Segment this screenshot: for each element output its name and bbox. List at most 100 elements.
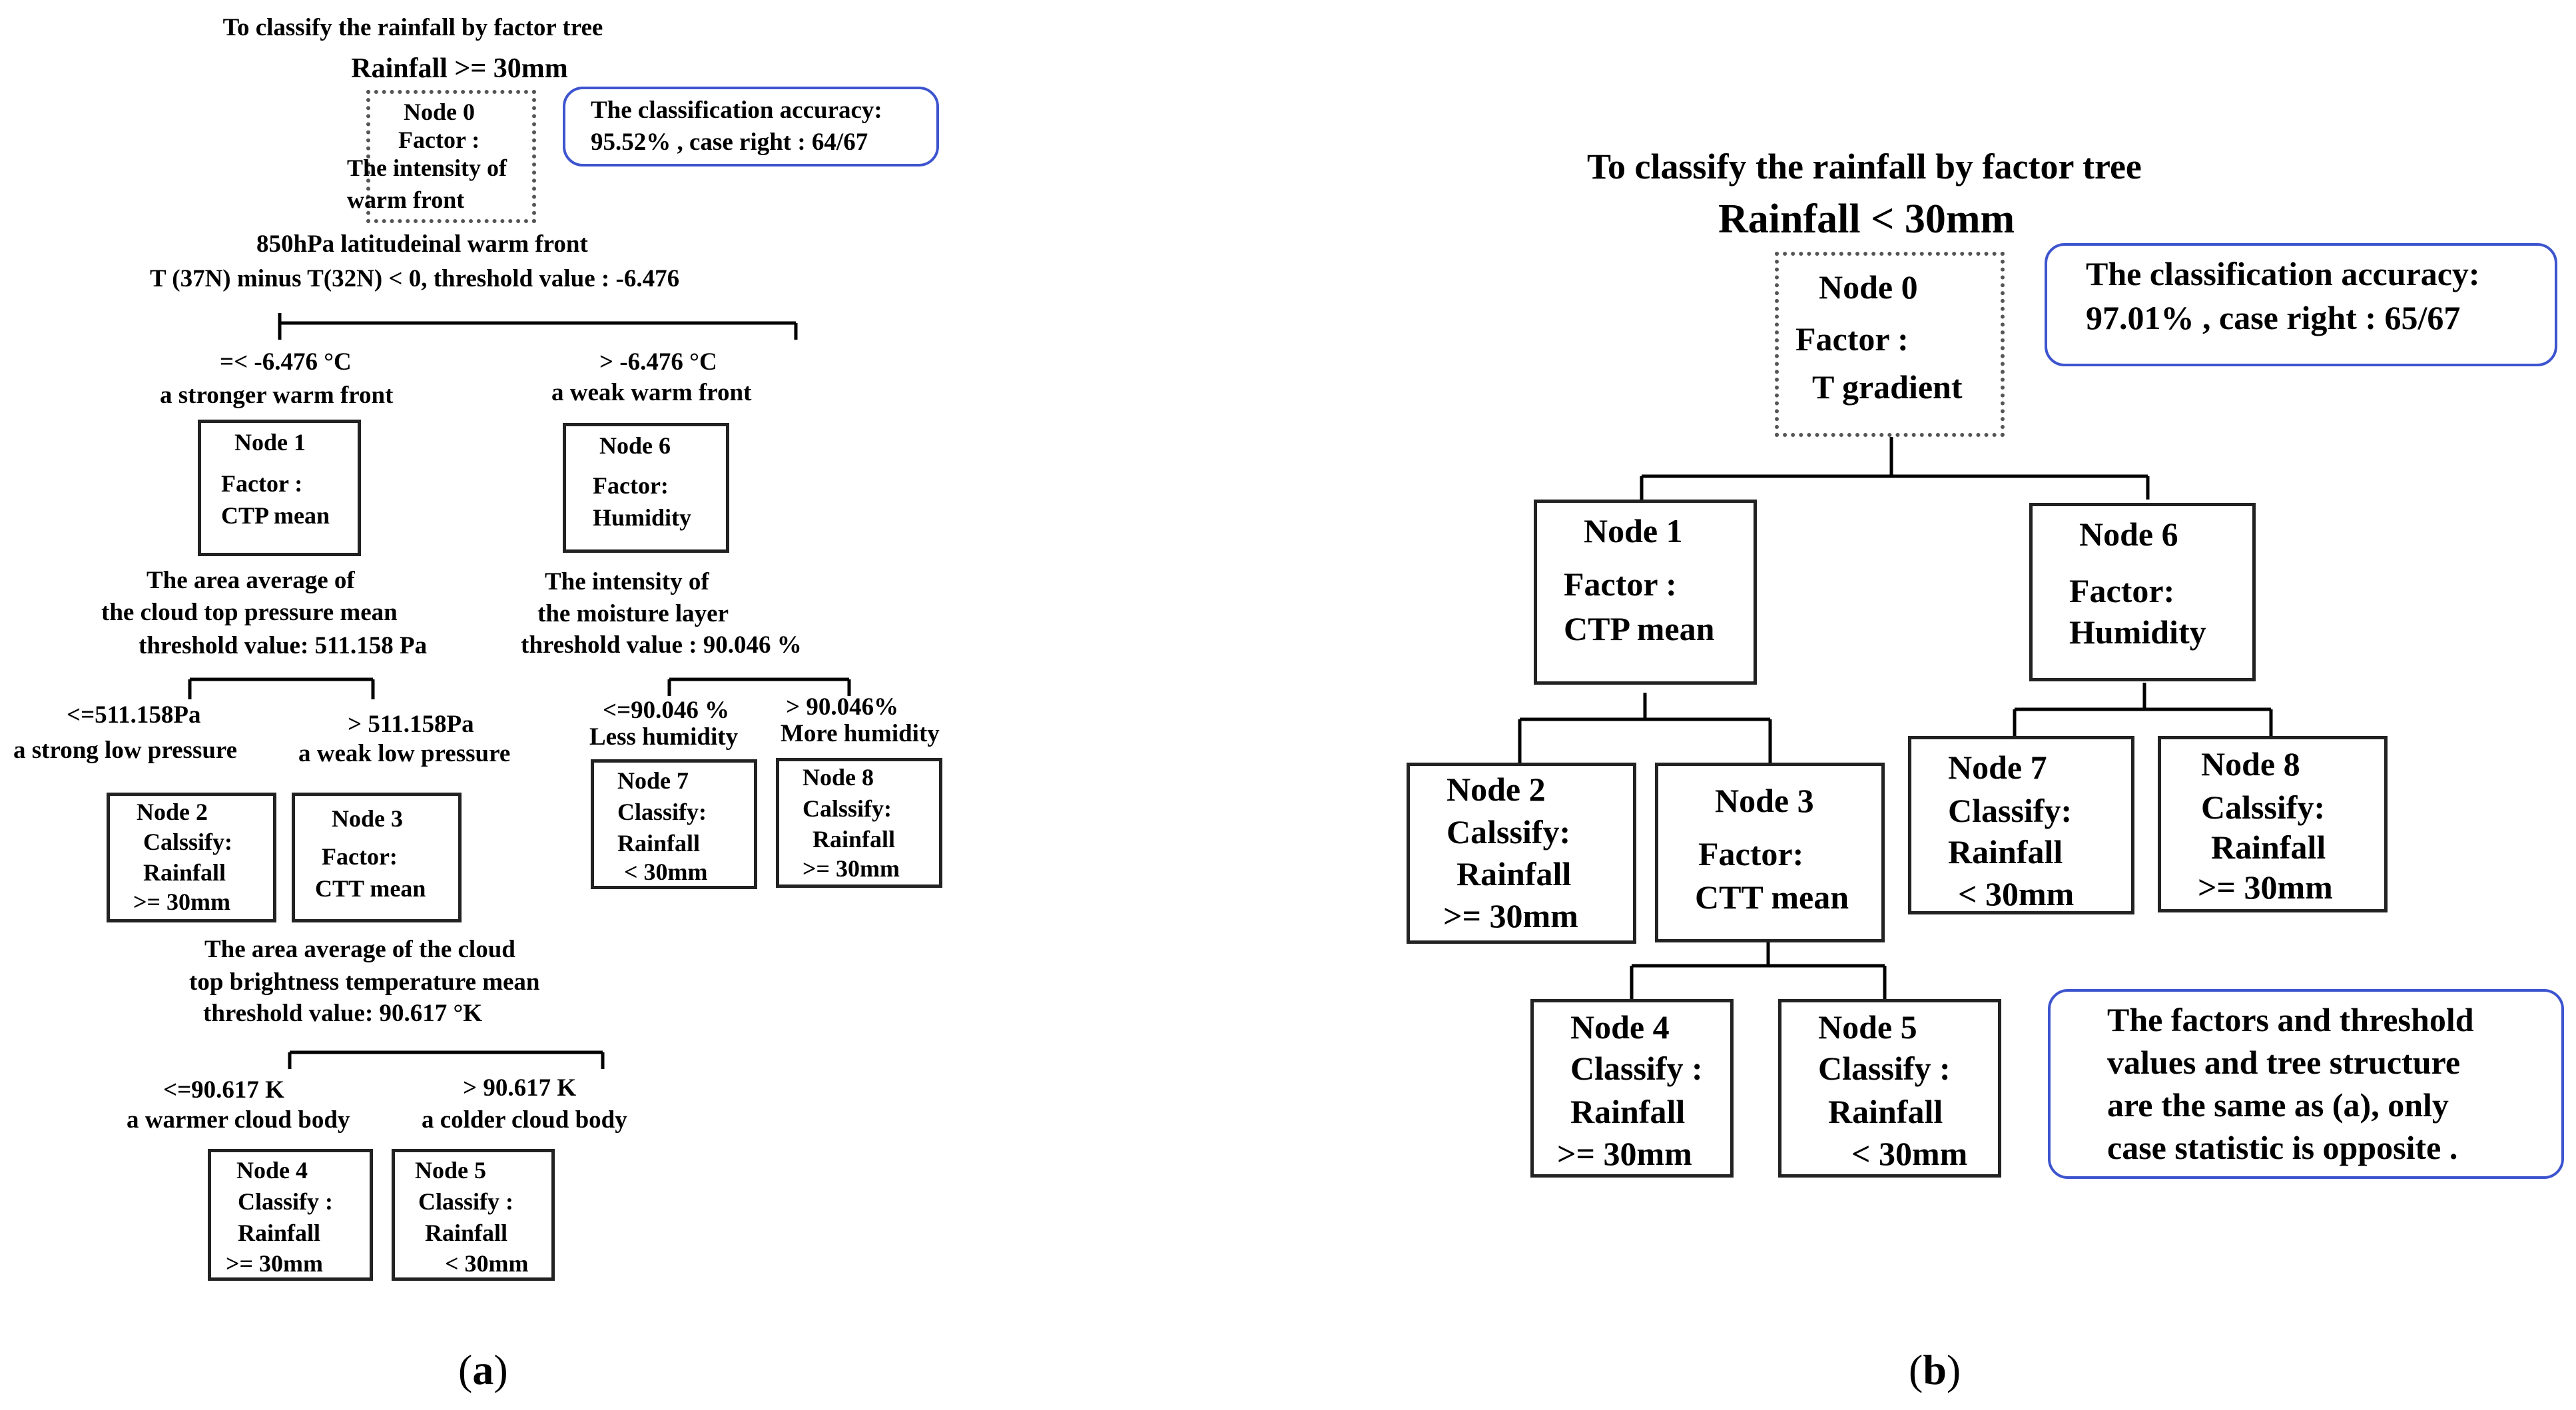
node-title: Node 8: [803, 764, 874, 791]
node-factor-label: Factor :: [1795, 320, 1909, 358]
edge-b-n0: [1640, 436, 2150, 500]
node-class-threshold: < 30mm: [1851, 1135, 1968, 1172]
panel-a-node-0: Node 0 Factor : The intensity of warm fr…: [347, 90, 536, 223]
panel-a-branch-left-1-threshold: <=511.158Pa: [67, 701, 201, 729]
node-title: Node 7: [1948, 749, 2047, 786]
node-title: Node 7: [617, 767, 689, 794]
panel-a-split-1-line3: threshold value: 511.158 Pa: [139, 632, 428, 659]
node-title: Node 0: [404, 99, 475, 125]
node-factor-label: Factor:: [1698, 835, 1804, 873]
node-class-label: Classify :: [418, 1188, 513, 1215]
panel-a-split-3-line3: threshold value: 90.617 °K: [203, 1000, 483, 1027]
node-class-threshold: >= 30mm: [2198, 869, 2333, 906]
panel-a-branch-right-1-threshold: > 511.158Pa: [348, 711, 474, 738]
node-class-label: Calssify:: [2201, 789, 2326, 826]
footnote-line: The factors and threshold: [2107, 1001, 2474, 1038]
panel-a-subtitle: Rainfall >= 30mm: [351, 53, 568, 84]
node-factor-label: Factor :: [221, 470, 303, 497]
node-title: Node 4: [1570, 1008, 1670, 1046]
panel-a-node-2: Node 2 Calssify: Rainfall >= 30mm: [107, 793, 276, 922]
node-class-threshold: < 30mm: [1958, 875, 2075, 912]
panel-a-split-0-line2: T (37N) minus T(32N) < 0, threshold valu…: [150, 265, 680, 292]
panel-a-split-3-line2: top brightness temperature mean: [189, 968, 540, 996]
node-class-label: Classify:: [617, 799, 707, 825]
panel-a-split-6-line3: threshold value : 90.046 %: [521, 631, 802, 659]
accuracy-value: 95.52% , case right : 64/67: [591, 129, 868, 156]
node-class-value: Rainfall: [2211, 829, 2326, 866]
node-factor-value: CTP mean: [1564, 610, 1715, 647]
edge-b-n6: [2013, 683, 2273, 736]
node-factor-value: warm front: [347, 186, 465, 213]
node-title: Node 4: [236, 1157, 308, 1184]
node-class-value: Rainfall: [1456, 855, 1572, 892]
node-class-label: Classify :: [1818, 1050, 1951, 1087]
panel-a-branch-right-3-threshold: > 90.617 K: [463, 1074, 577, 1102]
panel-a-node-1: Node 1 Factor : CTP mean: [198, 420, 361, 556]
node-class-threshold: < 30mm: [445, 1250, 529, 1277]
node-title: Node 3: [332, 805, 403, 832]
node-class-label: Classify :: [238, 1188, 333, 1215]
node-class-label: Calssify:: [803, 795, 892, 822]
node-title: Node 1: [1584, 512, 1683, 549]
node-factor-value: Humidity: [593, 504, 692, 531]
panel-a-branch-left-3-label: a warmer cloud body: [127, 1106, 350, 1134]
node-class-threshold: < 30mm: [624, 859, 708, 885]
panel-a-branch-right-3-label: a colder cloud body: [422, 1106, 627, 1134]
panel-b-node-7: Node 7 Classify: Rainfall < 30mm: [1908, 736, 2134, 914]
panel-a-branch-right-0-label: a weak warm front: [551, 379, 752, 406]
panel-b-node-8: Node 8 Calssify: Rainfall >= 30mm: [2158, 736, 2388, 912]
panel-a-node-3: Node 3 Factor: CTT mean: [292, 793, 462, 922]
node-class-threshold: >= 30mm: [1443, 897, 1578, 934]
panel-b-accuracy-note: The classification accuracy: 97.01% , ca…: [2045, 243, 2557, 366]
edge-b-n1: [1518, 693, 1772, 763]
node-class-value: Rainfall: [1828, 1093, 1943, 1130]
panel-b-title: To classify the rainfall by factor tree: [1587, 147, 2142, 186]
node-factor-value: CTT mean: [1695, 879, 1849, 916]
panel-a-branch-left-0-label: a stronger warm front: [160, 382, 394, 409]
panel-b-subtitle: Rainfall < 30mm: [1718, 196, 2015, 242]
node-factor-label: Factor:: [593, 472, 669, 499]
panel-a-title: To classify the rainfall by factor tree: [222, 14, 603, 41]
panel-a-caption: (a): [458, 1346, 508, 1393]
edge-a-n0: [278, 313, 798, 340]
panel-a-node-6: Node 6 Factor: Humidity: [563, 423, 729, 553]
panel-a-split-6-line2: the moisture layer: [537, 600, 729, 627]
footnote-line: values and tree structure: [2107, 1044, 2461, 1081]
edge-b-n3: [1630, 942, 1887, 999]
panel-a-split-3-line1: The area average of the cloud: [204, 936, 515, 963]
node-factor-label: Factor :: [398, 127, 480, 153]
footnote-line: case statistic is opposite .: [2107, 1129, 2458, 1166]
node-class-value: Rainfall: [812, 826, 896, 853]
node-title: Node 2: [1447, 771, 1546, 808]
node-factor-label: Factor:: [2069, 572, 2175, 609]
node-title: Node 0: [1819, 268, 1918, 306]
node-class-threshold: >= 30mm: [226, 1250, 324, 1277]
node-class-value: Rainfall: [425, 1220, 508, 1246]
panel-a-branch-left-0-threshold: =< -6.476 °C: [220, 348, 352, 376]
node-factor-value: Humidity: [2069, 613, 2206, 651]
footnote-line: are the same as (a), only: [2107, 1086, 2449, 1124]
panel-a-split-1-line2: the cloud top pressure mean: [101, 599, 398, 626]
node-class-value: Rainfall: [1570, 1093, 1686, 1130]
node-class-label: Classify :: [1570, 1050, 1703, 1087]
panel-a-node-4: Node 4 Classify : Rainfall >= 30mm: [208, 1149, 373, 1281]
node-class-label: Calssify:: [143, 829, 232, 855]
node-title: Node 5: [1818, 1008, 1917, 1046]
panel-b-footnote: The factors and threshold values and tre…: [2048, 989, 2564, 1179]
node-factor-label: Factor:: [322, 843, 398, 870]
node-class-value: Rainfall: [1948, 833, 2063, 871]
panel-a-split-6-line1: The intensity of: [545, 568, 709, 595]
panel-a-node-7: Node 7 Classify: Rainfall < 30mm: [591, 759, 757, 889]
panel-b-node-5: Node 5 Classify : Rainfall < 30mm: [1778, 999, 2001, 1178]
node-class-value: Rainfall: [143, 859, 226, 886]
panel-b-node-1: Node 1 Factor : CTP mean: [1534, 500, 1757, 685]
panel-b-node-0: Node 0 Factor : T gradient: [1775, 252, 2005, 437]
node-factor-value: CTT mean: [315, 875, 426, 902]
panel-a-branch-right-6-threshold: > 90.046%: [786, 693, 899, 721]
node-title: Node 3: [1715, 782, 1814, 819]
panel-a-node-5: Node 5 Classify : Rainfall < 30mm: [392, 1149, 555, 1281]
edge-a-n6: [667, 677, 851, 696]
node-title: Node 5: [415, 1157, 486, 1184]
